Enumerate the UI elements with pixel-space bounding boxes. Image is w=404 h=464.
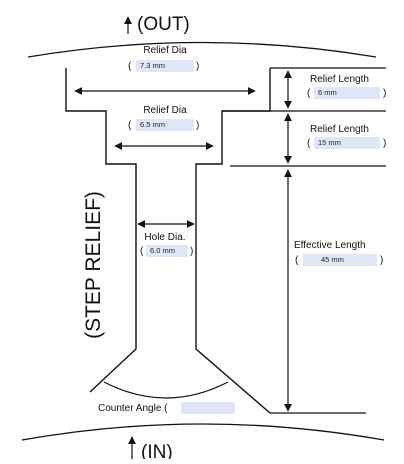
top-arc: [27, 41, 377, 58]
relief-dia-2-field[interactable]: 6.5 mm: [136, 119, 194, 131]
counter-angle-arc: [103, 381, 229, 399]
relief-length-2-field[interactable]: 15 mm: [314, 137, 380, 149]
out-label: (OUT): [137, 14, 190, 35]
in-label: (IN): [141, 442, 173, 459]
counter-angle-field[interactable]: [181, 402, 235, 414]
step-relief-label: (STEP RELIEF): [82, 191, 105, 339]
relief-length-1-paren-open: (: [307, 88, 311, 99]
hole-dia-paren-close: ): [190, 246, 193, 257]
relief-dia-1-field[interactable]: 7.3 mm: [136, 60, 194, 72]
relief-dia-2-label: Relief Dia: [143, 105, 187, 116]
hole-dia-field[interactable]: 6.0 mm: [146, 245, 188, 257]
hole-dia-label: Hole Dia.: [144, 232, 185, 243]
bottom-arc: [21, 423, 385, 441]
relief-dia-1-paren-close: ): [196, 61, 199, 72]
relief-dia-1-label: Relief Dia: [143, 45, 187, 56]
effective-length-paren-close: ): [380, 255, 383, 266]
relief-length-2-paren-open: (: [307, 138, 311, 149]
counter-angle-label: Counter Angle (: [98, 403, 168, 414]
effective-length-field[interactable]: 45 mm: [303, 254, 377, 266]
relief-length-1-label: Relief Length: [310, 74, 369, 85]
relief-length-1-field[interactable]: 6 mm: [314, 87, 380, 99]
effective-length-label: Effective Length: [294, 240, 366, 251]
relief-length-1-paren-close: ): [383, 88, 386, 99]
relief-length-2-paren-close: ): [383, 138, 386, 149]
relief-dia-2-paren-open: (: [128, 120, 132, 131]
relief-dia-2-paren-close: ): [196, 120, 199, 131]
effective-length-paren-open: (: [295, 255, 299, 266]
relief-length-2-label: Relief Length: [310, 124, 369, 135]
relief-dia-1-paren-open: (: [128, 61, 132, 72]
hole-dia-paren-open: (: [140, 246, 144, 257]
